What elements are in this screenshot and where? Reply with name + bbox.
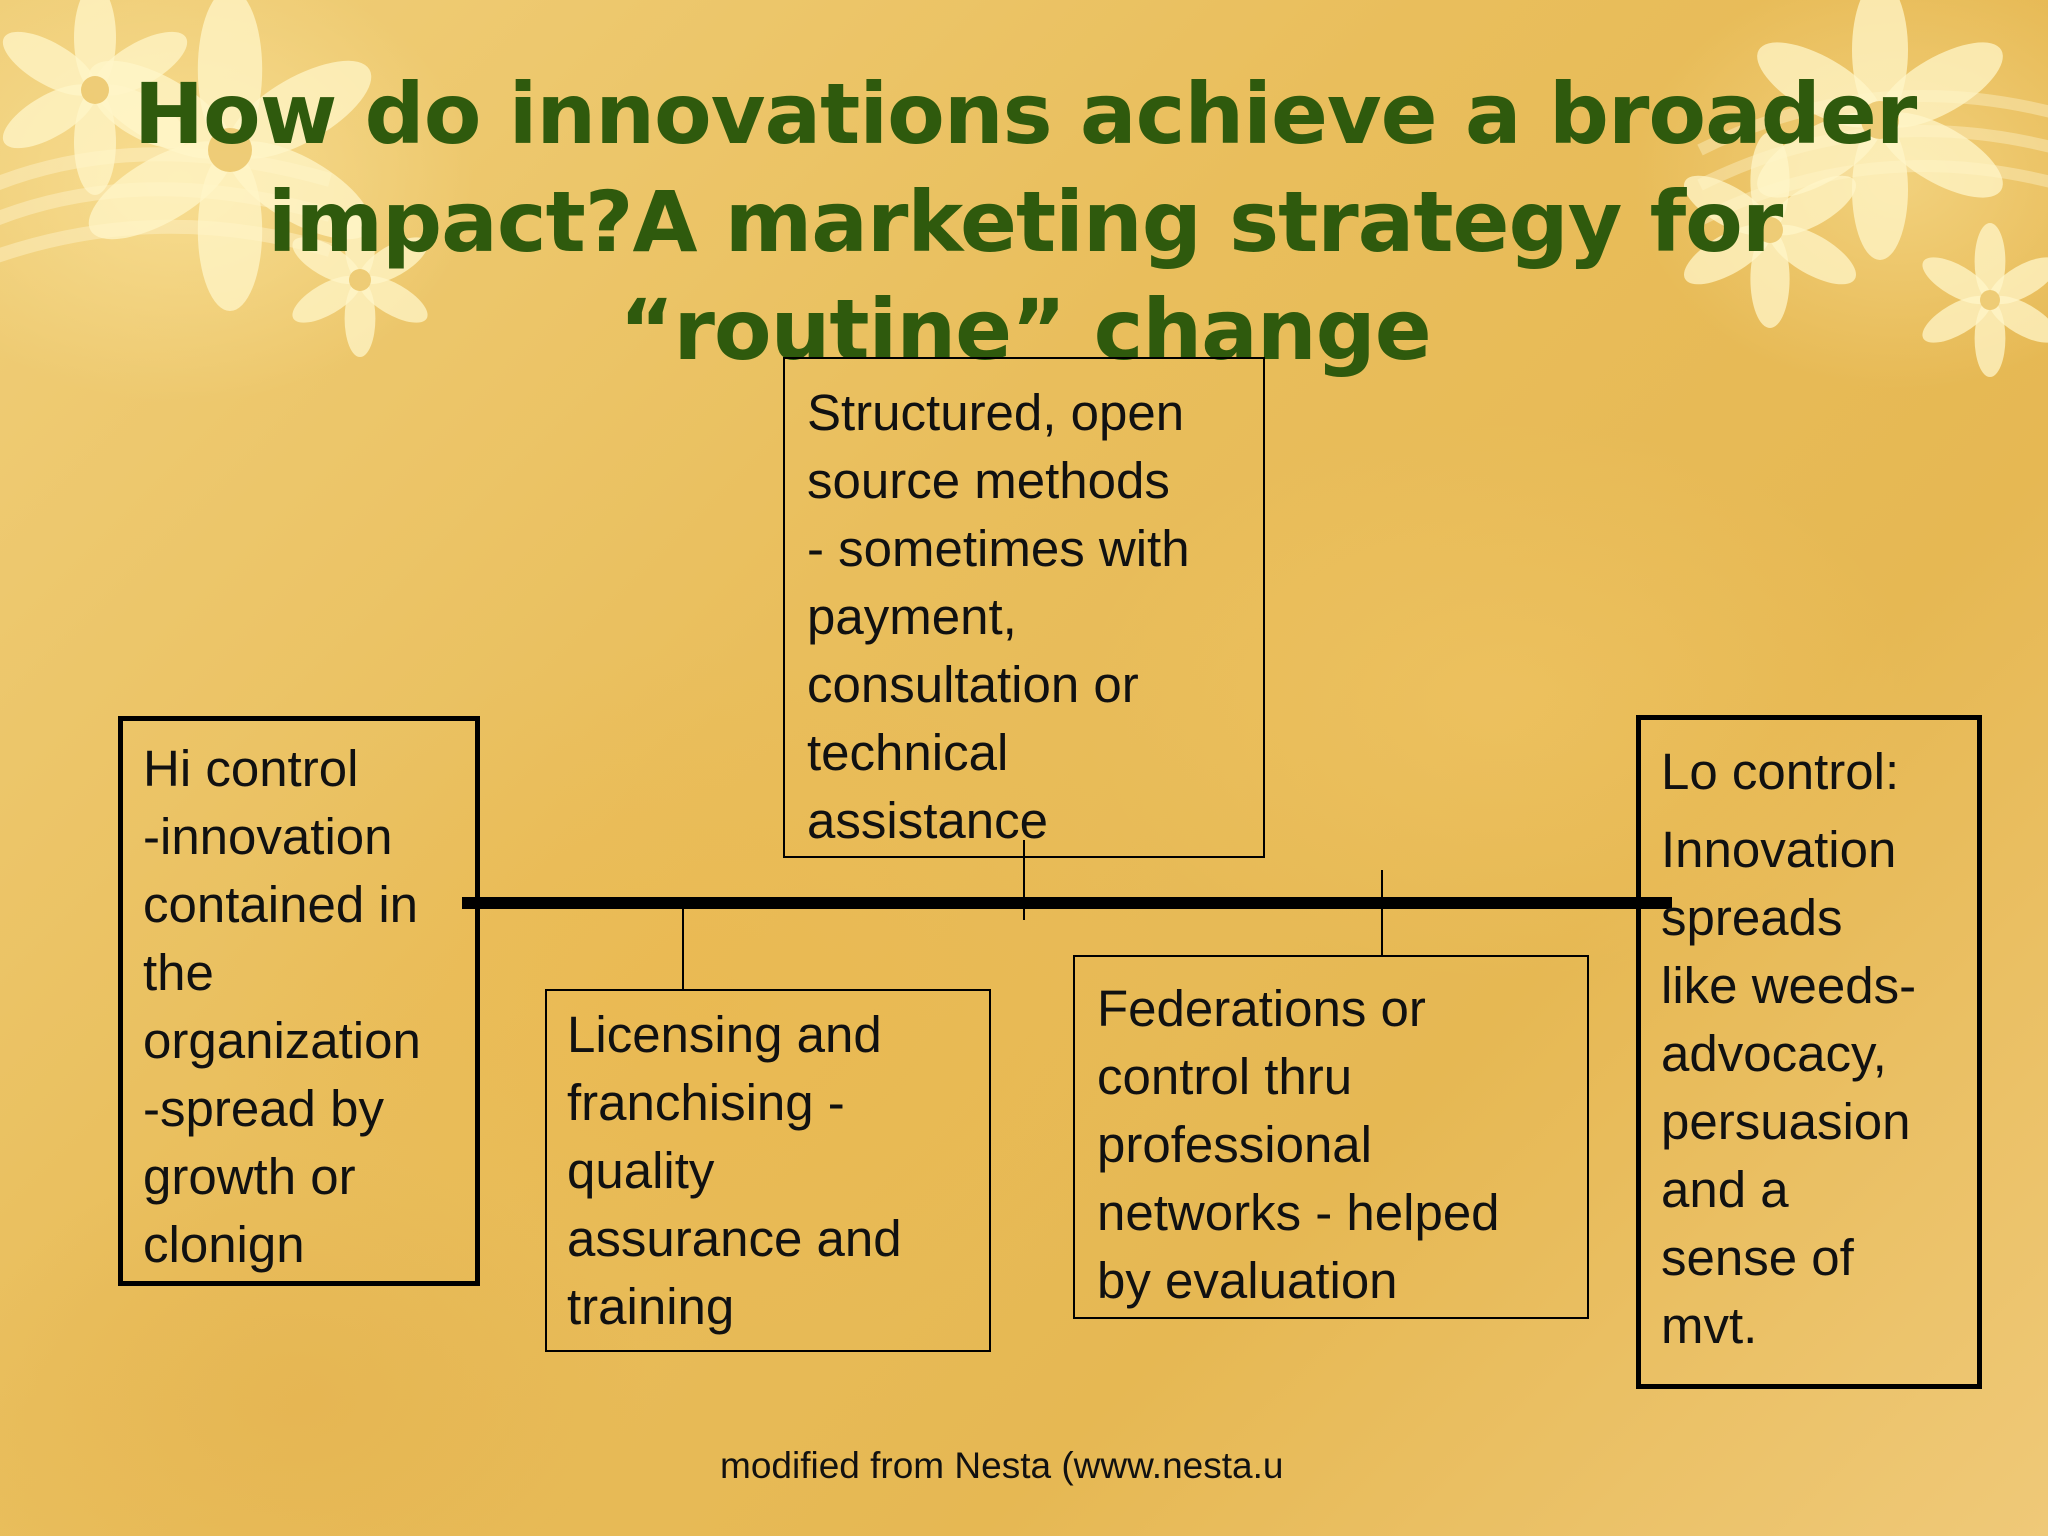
connector-federations [1381, 870, 1383, 957]
lo-control-heading: Lo control: [1661, 743, 1900, 800]
licensing-box: Licensing and franchising - quality assu… [545, 989, 991, 1352]
federations-box: Federations or control thru professional… [1073, 955, 1589, 1319]
connector-licensing [682, 908, 684, 990]
lo-control-text: Innovation spreads like weeds- advocacy,… [1661, 821, 1917, 1354]
open-source-text: Structured, open source methods - someti… [807, 384, 1190, 849]
title-line-1: How do innovations achieve a broader [133, 65, 1918, 163]
title-line-3: “routine” change [619, 281, 1432, 379]
licensing-text: Licensing and franchising - quality assu… [567, 1006, 902, 1335]
open-source-box: Structured, open source methods - someti… [783, 357, 1265, 858]
hi-control-text: Hi control -innovation contained in the … [143, 740, 421, 1273]
lo-control-box: Lo control: Innovation spreads like weed… [1636, 715, 1982, 1389]
federations-text: Federations or control thru professional… [1097, 980, 1500, 1309]
hi-control-box: Hi control -innovation contained in the … [118, 716, 480, 1286]
connector-open-source [1023, 840, 1025, 920]
control-spectrum-line [462, 897, 1672, 909]
title-line-2: impact?A marketing strategy for [267, 173, 1784, 271]
slide-title: How do innovations achieve a broader imp… [120, 60, 1930, 384]
source-footer: modified from Nesta (www.nesta.u [720, 1445, 1284, 1486]
